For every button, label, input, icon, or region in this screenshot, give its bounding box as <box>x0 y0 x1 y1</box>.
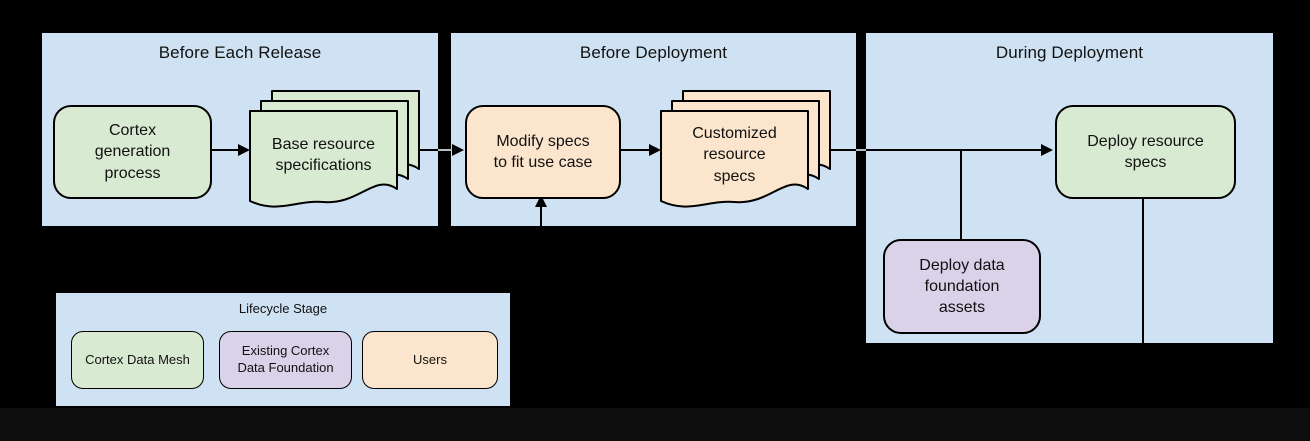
node-deploy-data-foundation-assets: Deploy data foundation assets <box>883 239 1041 334</box>
node-label: Deploy data foundation assets <box>919 256 1005 317</box>
panel-title-before-each-release: Before Each Release <box>158 43 322 62</box>
legend-title: Lifecycle Stage <box>238 301 328 316</box>
document-sheets <box>249 90 420 208</box>
footer-strip <box>0 408 1310 441</box>
node-label: Customized resource specs <box>692 125 777 185</box>
legend-item-label: Users <box>413 351 447 367</box>
document-sheets <box>660 90 831 208</box>
document-stack-base-resource-specifications <box>249 90 420 208</box>
legend-item-label: Existing Cortex Data Foundation <box>237 343 334 375</box>
legend-item-cortex-data-mesh: Cortex Data Mesh <box>71 331 204 389</box>
node-modify-specs-to-fit-use-case: Modify specs to fit use case <box>465 105 621 199</box>
legend-item-users: Users <box>362 331 498 389</box>
node-cortex-generation-process: Cortex generation process <box>53 105 212 199</box>
document-sheet-front <box>660 110 809 208</box>
node-base-resource-specifications: Base resource specifications <box>250 111 397 199</box>
node-label: Deploy resource specs <box>1087 132 1204 171</box>
legend-item-existing-cortex-data-foundation: Existing Cortex Data Foundation <box>219 331 352 389</box>
node-label: Base resource specifications <box>271 135 376 174</box>
node-label: Modify specs to fit use case <box>493 132 593 171</box>
legend-item-label: Cortex Data Mesh <box>85 351 190 367</box>
node-label: Cortex generation process <box>94 122 171 182</box>
document-stack-customized-resource-specs <box>660 90 831 208</box>
document-sheet-front <box>249 110 398 208</box>
panel-title-during-deployment: During Deployment <box>995 43 1144 62</box>
node-customized-resource-specs: Customized resource specs <box>661 111 808 199</box>
panel-title-before-deployment: Before Deployment <box>579 43 728 62</box>
node-deploy-resource-specs: Deploy resource specs <box>1055 105 1236 199</box>
